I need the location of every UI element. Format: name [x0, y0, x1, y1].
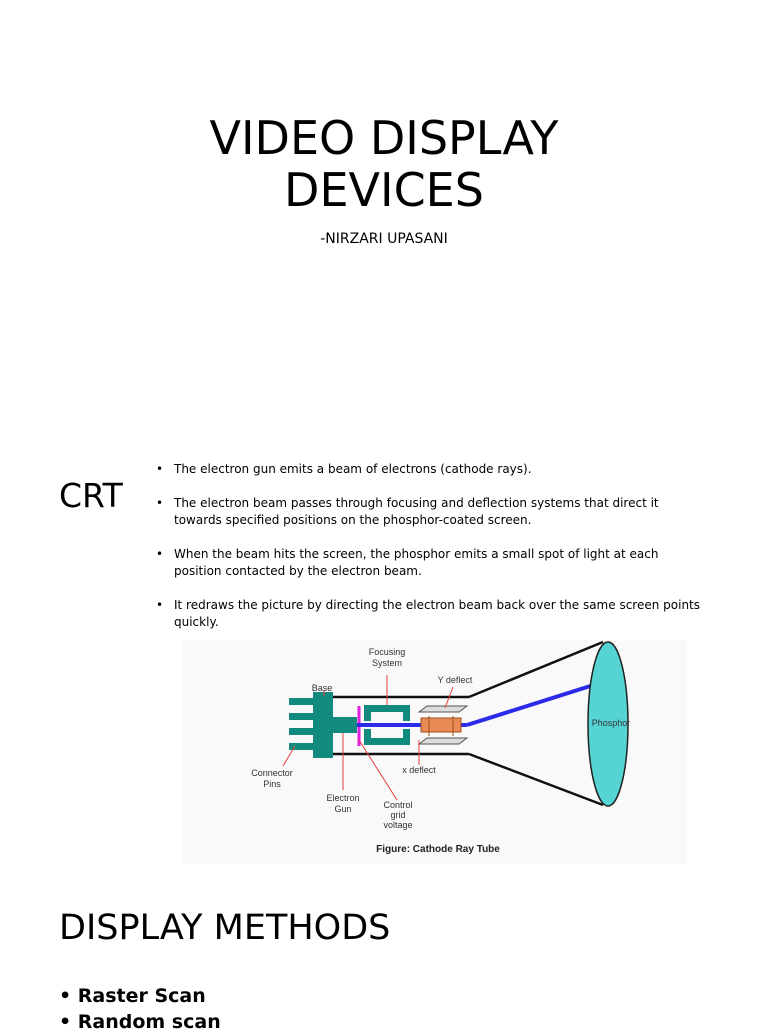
list-item: • Raster Scan [59, 985, 206, 1007]
label-control-3: voltage [383, 820, 412, 830]
bullet-item: • When the beam hits the screen, the phos… [156, 546, 701, 580]
deflection-plates [417, 705, 469, 745]
label-base: Base [312, 683, 333, 693]
title-line-2: DEVICES [284, 163, 484, 217]
electron-gun [333, 717, 357, 733]
label-electron-1: Electron [326, 793, 359, 803]
display-methods-slide: DISPLAY METHODS • Raster Scan • Random s… [0, 890, 768, 1033]
crt-bullet-list: • The electron gun emits a beam of electr… [156, 461, 701, 648]
deflected-beam [466, 680, 604, 727]
bullet-text: The electron gun emits a beam of electro… [174, 462, 532, 476]
label-y-deflect: Y deflect [438, 675, 473, 685]
title-slide: VIDEO DISPLAY DEVICES -NIRZARI UPASANI [0, 0, 768, 430]
bullet-text: The electron beam passes through focusin… [174, 496, 659, 527]
list-item: • Random scan [59, 1011, 221, 1033]
display-methods-title: DISPLAY METHODS [59, 908, 391, 948]
bullet-text: When the beam hits the screen, the phosp… [174, 547, 659, 578]
label-focusing-1: Focusing [369, 647, 406, 657]
phosphor-screen [587, 641, 629, 807]
base [313, 692, 333, 758]
leader-lines [282, 675, 454, 801]
crt-diagram: Focusing System Base Y deflect x deflect… [183, 640, 687, 864]
bullet-item: • The electron beam passes through focusi… [156, 495, 701, 529]
label-control-1: Control [383, 800, 412, 810]
bullet-item: • The electron gun emits a beam of electr… [156, 461, 701, 478]
slide-title: VIDEO DISPLAY DEVICES [0, 112, 768, 216]
display-methods-list: • Raster Scan • Random scan [59, 983, 221, 1035]
label-x-deflect: x deflect [402, 765, 436, 775]
bullet-dot: • [156, 547, 164, 561]
connector-pins [289, 698, 315, 750]
label-phosphor: Phosphor [592, 718, 631, 728]
label-connector-2: Pins [263, 779, 281, 789]
label-connector-1: Connector [251, 768, 293, 778]
figure-caption: Figure: Cathode Ray Tube [376, 844, 500, 855]
bullet-item: • It redraws the picture by directing the… [156, 597, 701, 631]
label-control-2: grid [390, 810, 405, 820]
label-focusing-2: System [372, 658, 402, 668]
title-line-1: VIDEO DISPLAY [209, 111, 559, 165]
bullet-dot: • [156, 496, 164, 510]
crt-diagram-svg: Focusing System Base Y deflect x deflect… [183, 640, 687, 864]
crt-title: CRT [59, 476, 123, 515]
crt-slide: CRT • The electron gun emits a beam of el… [0, 440, 768, 880]
label-electron-2: Gun [334, 804, 351, 814]
author-subtitle: -NIRZARI UPASANI [320, 231, 448, 247]
focusing-system [364, 705, 410, 745]
bullet-text: It redraws the picture by directing the … [174, 598, 701, 629]
bullet-dot: • [156, 462, 164, 476]
tube-outline [333, 640, 604, 807]
bullet-dot: • [156, 598, 164, 612]
